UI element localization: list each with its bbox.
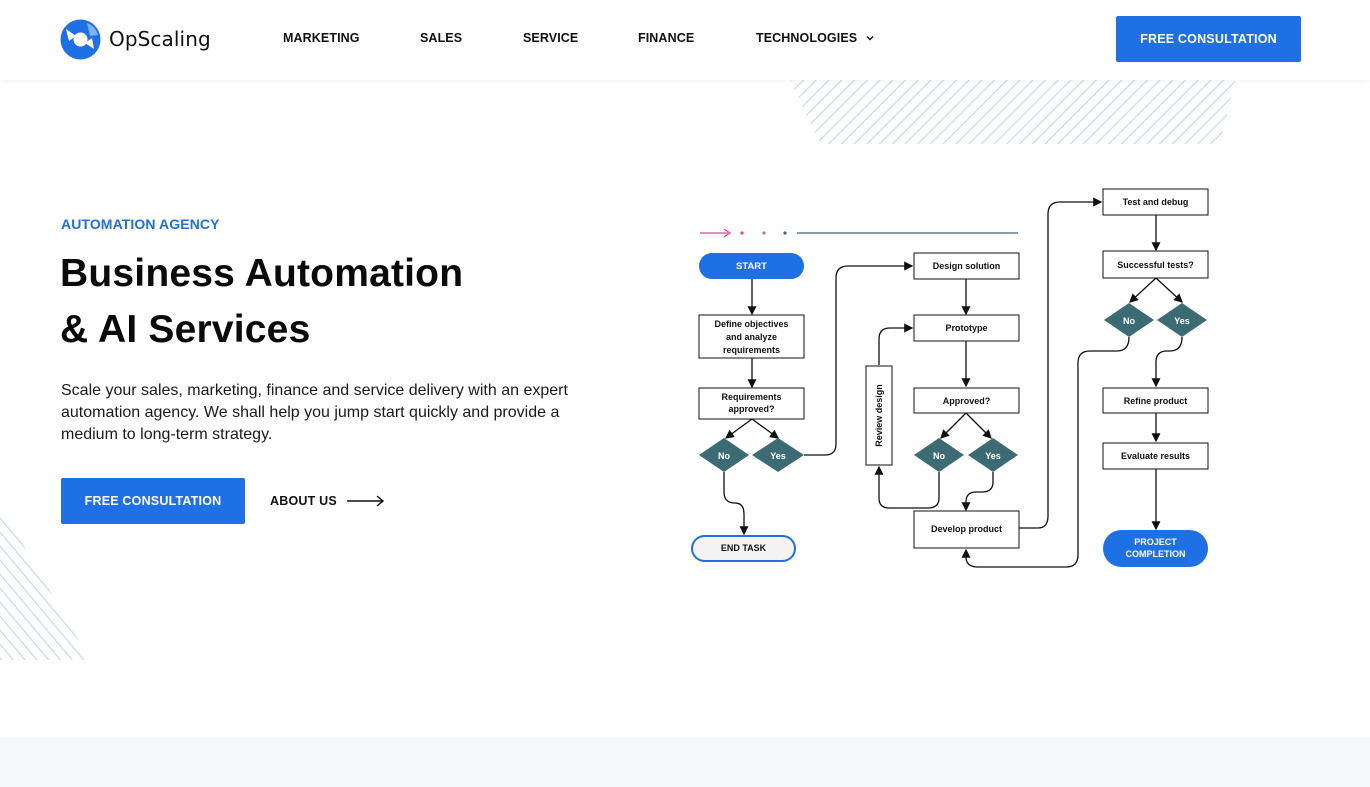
flow-requirements-node: Requirements approved? <box>698 387 805 420</box>
next-section-band <box>0 737 1370 787</box>
flow-decision-yes-3: Yes <box>1157 303 1207 337</box>
svg-text:Yes: Yes <box>985 451 1001 461</box>
flow-test-debug-node: Test and debug <box>1102 188 1209 216</box>
nav-item-technologies[interactable]: TECHNOLOGIES <box>756 31 858 45</box>
hero-description: Scale your sales, marketing, finance and… <box>61 382 568 443</box>
svg-text:Yes: Yes <box>1174 316 1190 326</box>
flow-define-objectives-node: Define objectives and analyze requiremen… <box>698 314 805 359</box>
flow-project-completion-node: PROJECT COMPLETION <box>1103 530 1208 567</box>
about-us-label: ABOUT US <box>270 494 337 508</box>
flow-decision-yes-1: Yes <box>752 438 804 472</box>
flow-prototype-node: Prototype <box>913 314 1020 342</box>
flow-decoration-line <box>700 228 1018 238</box>
svg-text:Evaluate results: Evaluate results <box>1121 451 1190 461</box>
svg-text:and analyze: and analyze <box>726 332 777 342</box>
svg-text:approved?: approved? <box>728 404 774 414</box>
svg-text:No: No <box>1123 316 1135 326</box>
decorative-stripes-left <box>0 505 90 660</box>
flow-successful-tests-node: Successful tests? <box>1102 250 1209 279</box>
flow-develop-product-node: Develop product <box>913 510 1020 549</box>
svg-text:Prototype: Prototype <box>945 323 987 333</box>
nav-item-sales[interactable]: SALES <box>420 31 463 45</box>
about-us-link[interactable]: ABOUT US <box>270 478 385 524</box>
decorative-stripes <box>790 80 1235 144</box>
svg-text:Approved?: Approved? <box>943 396 991 406</box>
flow-evaluate-results-node: Evaluate results <box>1102 442 1209 470</box>
svg-text:Successful tests?: Successful tests? <box>1117 260 1194 270</box>
hero-title: Business Automation & AI Services <box>60 246 620 358</box>
svg-text:Yes: Yes <box>770 451 786 461</box>
svg-text:COMPLETION: COMPLETION <box>1126 549 1186 559</box>
svg-text:No: No <box>718 451 730 461</box>
opscaling-logo-icon <box>60 19 101 59</box>
nav-item-finance[interactable]: FINANCE <box>638 31 695 45</box>
process-flowchart: START Define objectives and analyze requ… <box>691 188 1209 568</box>
flow-start-node: START <box>699 253 804 279</box>
flow-connectors <box>723 197 1183 568</box>
hero-eyebrow: AUTOMATION AGENCY <box>61 216 220 232</box>
header-consultation-button[interactable]: FREE CONSULTATION <box>1116 16 1301 62</box>
nav-item-marketing[interactable]: MARKETING <box>283 31 360 45</box>
svg-text:Review design: Review design <box>874 384 884 447</box>
brand-logo-link[interactable]: OpScaling <box>60 18 211 60</box>
flow-decision-no-1: No <box>699 438 749 472</box>
site-header: OpScaling MARKETING SALES SERVICE FINANC… <box>0 0 1370 80</box>
flow-approved-node: Approved? <box>913 387 1020 414</box>
svg-text:Design solution: Design solution <box>933 261 1001 271</box>
flow-refine-product-node: Refine product <box>1102 387 1209 414</box>
svg-text:Develop product: Develop product <box>931 524 1002 534</box>
flow-decision-no-2: No <box>914 438 964 472</box>
brand-name: OpScaling <box>109 27 211 51</box>
flow-design-solution-node: Design solution <box>913 252 1020 280</box>
arrow-right-icon <box>346 495 384 507</box>
svg-text:requirements: requirements <box>723 345 780 355</box>
nav-item-service[interactable]: SERVICE <box>523 31 579 45</box>
flow-decision-no-3: No <box>1104 303 1154 337</box>
hero-consultation-button[interactable]: FREE CONSULTATION <box>61 478 245 524</box>
svg-text:Test and debug: Test and debug <box>1123 197 1189 207</box>
hero-title-line1: Business Automation <box>60 252 464 295</box>
flow-end-task-node: END TASK <box>691 535 796 562</box>
flow-review-design-node: Review design <box>865 365 893 466</box>
svg-text:Requirements: Requirements <box>721 392 781 402</box>
chevron-down-icon[interactable] <box>864 32 876 44</box>
svg-text:START: START <box>736 261 767 272</box>
svg-text:No: No <box>933 451 945 461</box>
flow-decision-yes-2: Yes <box>968 438 1018 472</box>
svg-text:END TASK: END TASK <box>721 543 767 553</box>
svg-text:Define objectives: Define objectives <box>714 319 788 329</box>
svg-text:Refine product: Refine product <box>1124 396 1188 406</box>
svg-text:PROJECT: PROJECT <box>1134 537 1177 547</box>
hero-title-line2: & AI Services <box>60 308 311 351</box>
